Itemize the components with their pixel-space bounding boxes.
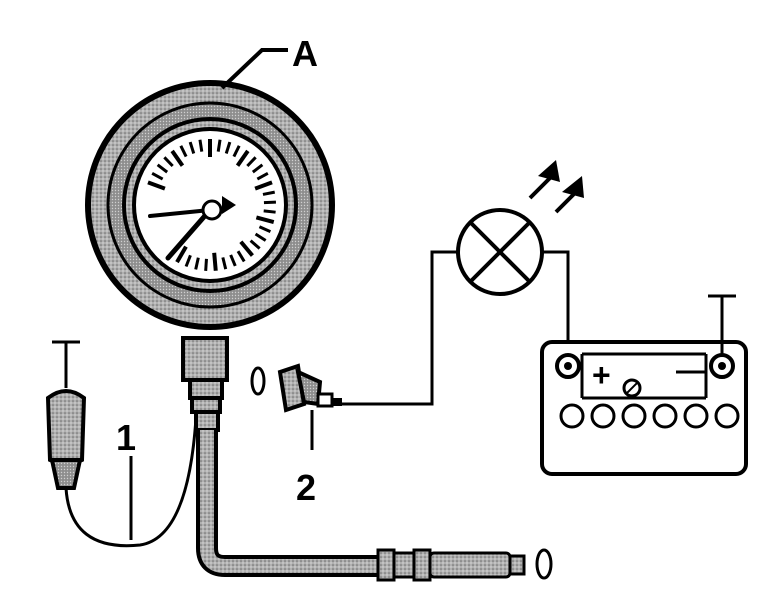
- gauge-tick: [216, 139, 222, 152]
- ground-lead: 1: [45, 340, 198, 548]
- battery-minus-label: —: [676, 354, 706, 387]
- gauge-tick: [263, 209, 276, 214]
- gauge-stem: [181, 336, 229, 432]
- gauge-tick: [229, 254, 237, 267]
- gauge-tick: [236, 250, 246, 263]
- gauge-tick: [235, 149, 250, 167]
- gauge-tick: [204, 258, 208, 271]
- gauge-tick: [239, 240, 254, 257]
- ground-symbol-icon: [708, 294, 736, 356]
- gauge-tick: [255, 215, 275, 225]
- label-a: A: [292, 33, 318, 74]
- battery-cell-cap: [590, 403, 616, 429]
- gauge-tick: [151, 171, 164, 181]
- label-2: 2: [296, 467, 316, 508]
- gauge-tick: [163, 156, 174, 168]
- gauge-tick: [147, 180, 166, 191]
- gauge-tick: [156, 163, 169, 174]
- pressure-gauge: A: [85, 33, 335, 432]
- battery-cell-cap: [559, 403, 585, 429]
- battery-plus-label: +: [592, 357, 611, 393]
- gauge-tick: [221, 257, 228, 270]
- gauge-tick: [224, 141, 232, 154]
- gauge-tick: [188, 141, 196, 154]
- gauge-tick: [179, 145, 188, 158]
- light-rays-icon: [528, 160, 584, 214]
- battery-cell-cap: [652, 403, 678, 429]
- label-a-leader: [220, 48, 288, 90]
- battery-cells: [559, 403, 740, 429]
- gauge-tick: [258, 225, 272, 233]
- gauge-tick: [263, 200, 277, 205]
- hose-fitting-icon: [376, 548, 526, 582]
- gauge-tick: [198, 139, 204, 152]
- gauge-tick: [256, 171, 269, 181]
- battery-cell-cap: [714, 403, 740, 429]
- battery-cell-cap: [621, 403, 647, 429]
- ground-symbol-icon: [52, 340, 80, 388]
- battery-cell-cap: [683, 403, 709, 429]
- gauge-hose: [196, 430, 553, 582]
- wiring: [342, 250, 570, 406]
- label-1: 1: [116, 417, 136, 458]
- gauge-tick: [232, 145, 241, 158]
- gauge-needle: [148, 196, 236, 261]
- gauge-tick: [254, 232, 267, 242]
- gauge-tick: [262, 190, 276, 196]
- battery-icon: + —: [540, 340, 748, 476]
- gauge-tick: [184, 254, 192, 268]
- gauge-tick: [194, 257, 200, 270]
- gauge-ticks: [147, 139, 277, 271]
- gauge-tick: [251, 163, 264, 174]
- gauge-tick: [249, 239, 261, 250]
- ground-clip-icon: [45, 389, 87, 490]
- gauge-tick: [254, 180, 273, 191]
- o-ring-icon: [250, 366, 266, 396]
- gauge-tick: [212, 252, 218, 271]
- gauge-tick: [175, 245, 188, 264]
- o-ring-icon: [535, 548, 553, 580]
- sensor-icon: 2: [277, 363, 342, 508]
- lamp-icon: [456, 208, 544, 296]
- gauge-tick: [170, 149, 185, 167]
- gauge-tick: [246, 156, 257, 168]
